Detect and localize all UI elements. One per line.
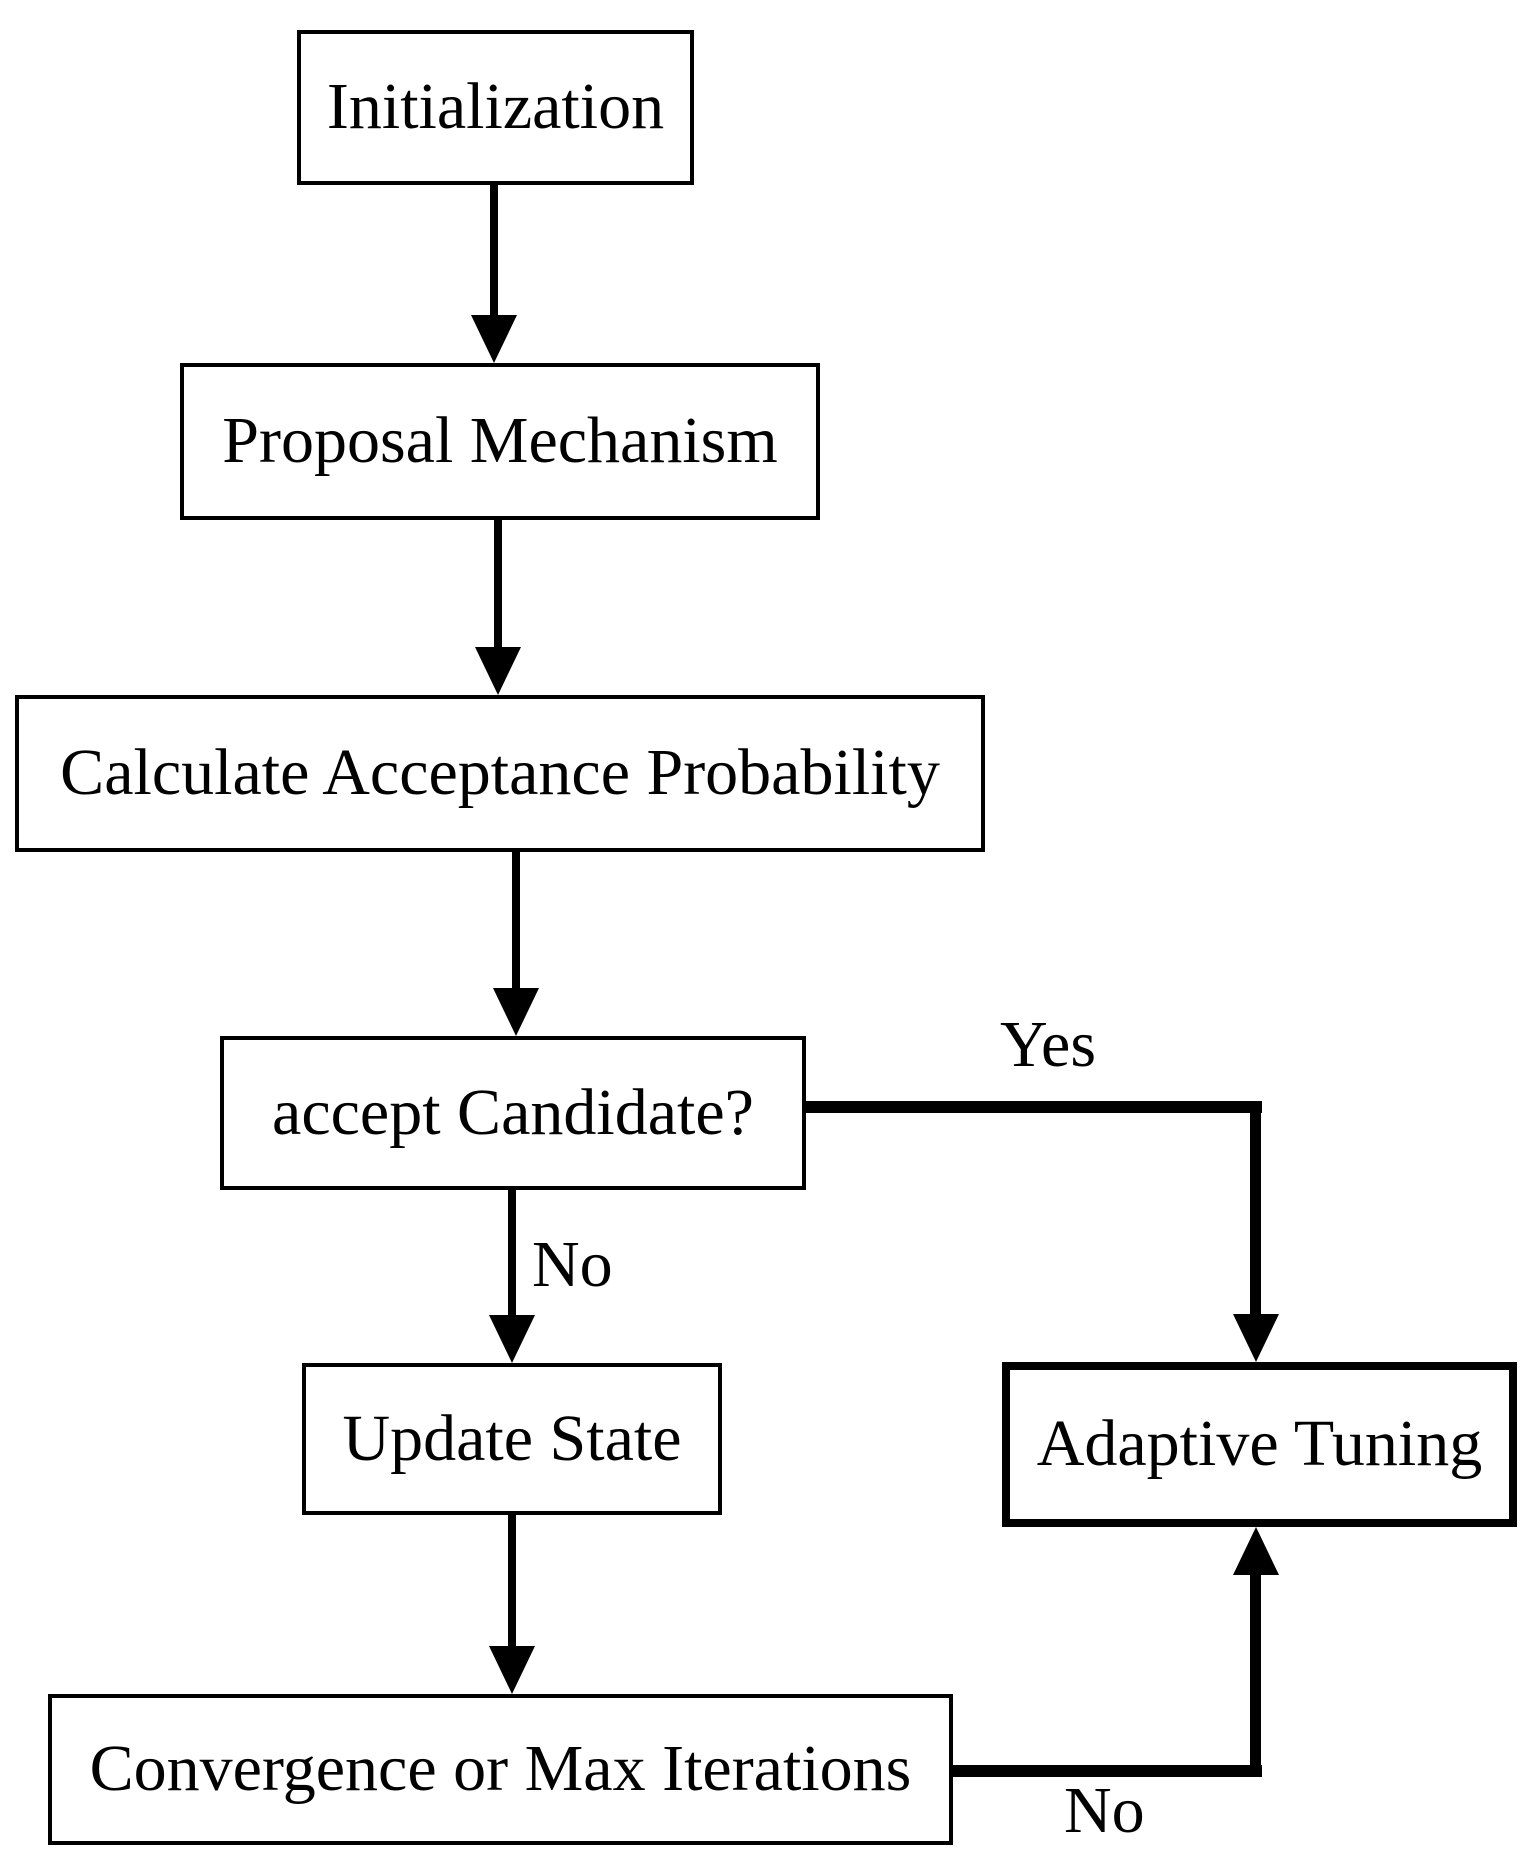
- node-initialization: Initialization: [297, 30, 694, 185]
- node-update-state-label: Update State: [342, 1401, 682, 1475]
- arrow-update-to-convergence: [508, 1513, 516, 1646]
- edge-label-no-accept: No: [532, 1228, 613, 1301]
- arrow-accept-to-adaptive-horizontal: [802, 1101, 1262, 1113]
- edge-label-no-convergence: No: [1064, 1774, 1145, 1847]
- node-convergence-or-max-iterations-label: Convergence or Max Iterations: [89, 1732, 912, 1806]
- node-convergence-or-max-iterations: Convergence or Max Iterations: [48, 1694, 953, 1845]
- node-initialization-label: Initialization: [326, 70, 665, 144]
- arrowhead-down-icon: [475, 647, 521, 695]
- arrowhead-down-icon: [489, 1315, 535, 1363]
- arrowhead-down-icon: [471, 315, 517, 363]
- arrow-initialization-to-proposal: [490, 183, 498, 315]
- node-accept-candidate-label: accept Candidate?: [272, 1075, 754, 1149]
- node-proposal-mechanism-label: Proposal Mechanism: [222, 404, 778, 478]
- edge-label-yes: Yes: [1000, 1008, 1097, 1081]
- arrowhead-down-icon: [489, 1646, 535, 1694]
- arrow-convergence-to-adaptive-horizontal: [950, 1765, 1262, 1777]
- node-accept-candidate: accept Candidate?: [220, 1036, 806, 1190]
- arrow-convergence-to-adaptive-vertical: [1250, 1572, 1261, 1777]
- arrow-accept-to-adaptive-vertical: [1250, 1101, 1261, 1314]
- arrow-accept-to-update: [508, 1188, 516, 1315]
- node-update-state: Update State: [302, 1363, 722, 1515]
- arrow-proposal-to-calculate: [494, 518, 502, 647]
- node-adaptive-tuning: Adaptive Tuning: [1002, 1362, 1517, 1527]
- node-proposal-mechanism: Proposal Mechanism: [180, 363, 820, 520]
- node-calculate-acceptance-probability: Calculate Acceptance Probability: [15, 695, 985, 852]
- arrow-calculate-to-accept: [512, 850, 520, 988]
- arrowhead-up-icon: [1233, 1527, 1279, 1575]
- node-calculate-acceptance-probability-label: Calculate Acceptance Probability: [60, 736, 940, 810]
- arrowhead-down-icon: [1233, 1314, 1279, 1362]
- arrowhead-down-icon: [493, 988, 539, 1036]
- node-adaptive-tuning-label: Adaptive Tuning: [1036, 1407, 1483, 1481]
